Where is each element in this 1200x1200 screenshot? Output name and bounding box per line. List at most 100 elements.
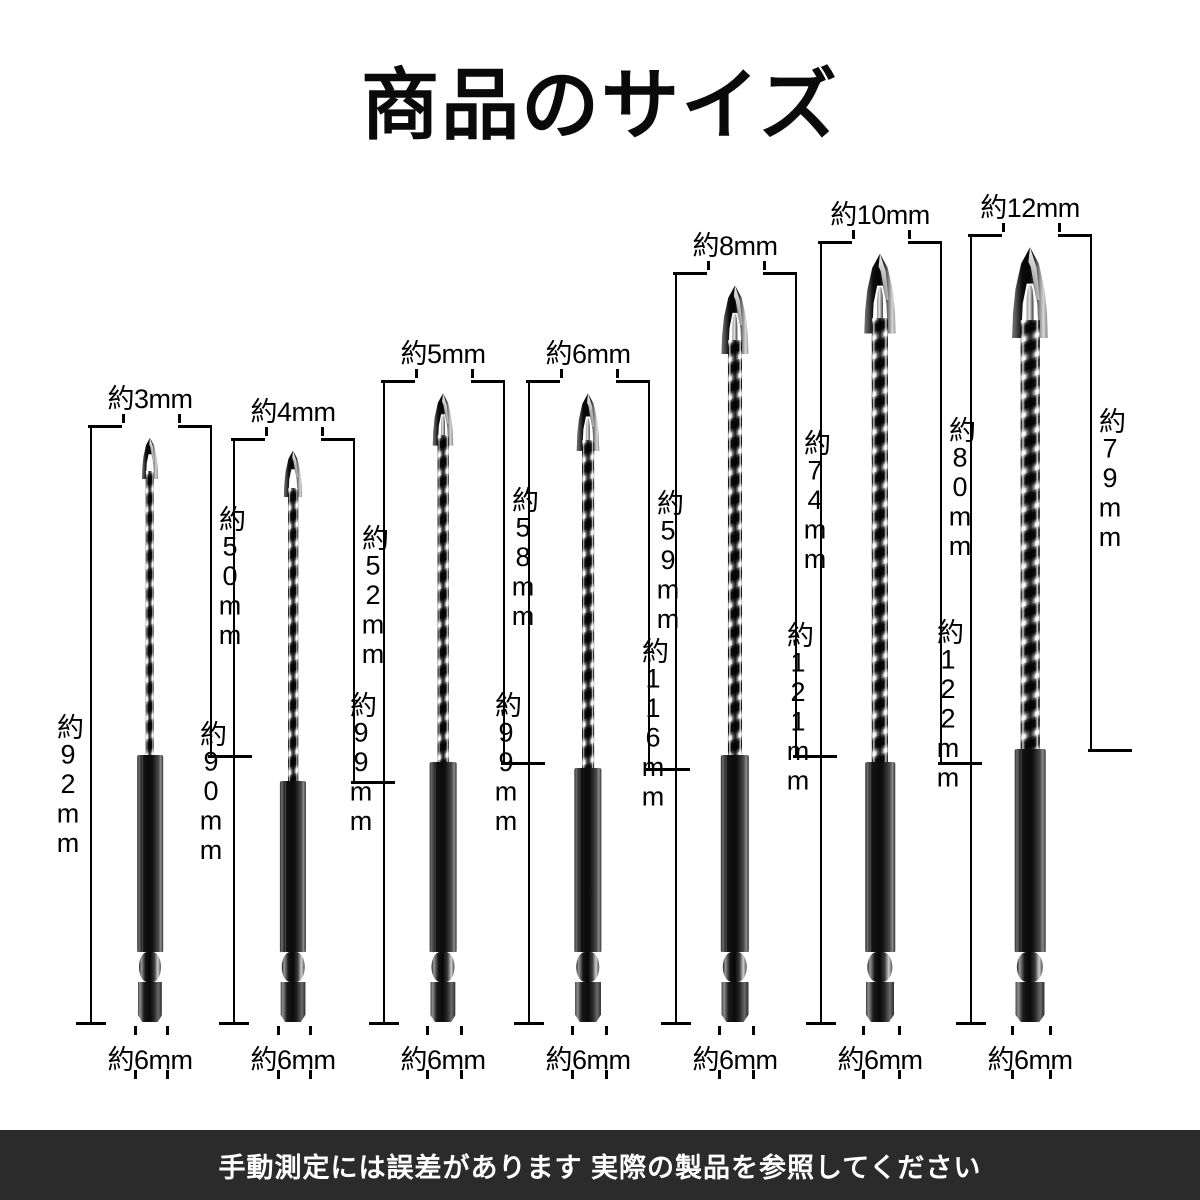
diameter-dim-left-tick (415, 369, 418, 379)
shank-dim-left-tick-lower (861, 1070, 865, 1079)
bit-10mm-total-length-label: 約121mm (783, 621, 813, 796)
bit-3mm-shank-label: 約6mm (107, 1045, 194, 1075)
fluted-shaft (437, 435, 449, 763)
shank-detent-groove (431, 952, 455, 982)
hex-shank-body (279, 780, 307, 953)
bit-10mm-diameter-label: 約10mm (830, 199, 930, 230)
shank-detent-groove (867, 952, 893, 982)
flute-dim-bottom-cap (1088, 748, 1132, 752)
disclaimer-banner: 手動測定には誤差があります 実際の製品を参照してください (0, 1130, 1200, 1200)
shank-detent-groove (281, 952, 305, 982)
shank-dim-left-tick (276, 1026, 280, 1035)
bit-5mm-flute-dim-line (503, 380, 505, 762)
fluted-shaft (871, 317, 889, 762)
bit-3mm-illustration (0, 0, 320, 1130)
bit-4mm-illustration (123, 0, 463, 1130)
bit-6mm-flute-dim-line (648, 380, 650, 768)
hex-end-cap (575, 982, 601, 1022)
shank-dim-left-tick-lower (1011, 1070, 1015, 1079)
bit-8mm-flute-dim-line (795, 272, 797, 756)
diameter-dim-left-tick (265, 426, 268, 436)
flute-dim-bottom-cap (646, 768, 690, 771)
shank-dim-right-tick-lower (604, 1070, 608, 1079)
diameter-dim-right-cap (1058, 234, 1092, 238)
tip-center-pin (876, 287, 884, 332)
diameter-dim-right-tick (1058, 223, 1061, 233)
diameter-dim-right-tick (321, 426, 324, 436)
diameter-dim-left-tick (122, 413, 125, 423)
bit-5mm-shank-label: 約6mm (400, 1045, 487, 1075)
shank-dim-left-tick (861, 1026, 865, 1035)
total-dim-bottom-cap (514, 1022, 544, 1025)
diameter-dim-right-cap (616, 380, 650, 384)
bit-5mm-total-dim-line (383, 380, 385, 1022)
tip-highlight (1028, 247, 1040, 301)
shank-detent-groove (1016, 952, 1044, 982)
diameter-dim-left-cap (381, 380, 415, 384)
hex-end-cap (865, 982, 895, 1022)
shank-dim-right-tick (752, 1026, 756, 1035)
diameter-dim-left-tick (1002, 223, 1005, 233)
bit-8mm-total-dim-line (675, 272, 677, 1022)
bit-12mm-illustration (860, 0, 1200, 1130)
diameter-dim-left-tick (852, 229, 855, 239)
shank-dim-right-tick (898, 1026, 901, 1035)
shank-dim-right-tick-lower (459, 1070, 463, 1079)
tip-highlight (878, 253, 889, 300)
bit-3mm-total-dim-line (90, 424, 92, 1022)
tip-highlight (149, 437, 155, 462)
bit-6mm-total-length-label: 約99mm (491, 691, 521, 836)
bit-5mm-flute-length-label: 約58mm (508, 486, 538, 631)
hex-shank-body (137, 755, 163, 952)
hex-end-cap (137, 982, 163, 1022)
tip-highlight (292, 450, 298, 478)
drill-bit-5mm: 約5mm 約58mm 約99mm 約6mm (273, 0, 613, 1130)
hex-shank-body (574, 768, 602, 952)
bit-4mm-shank-label: 約6mm (250, 1045, 337, 1075)
flute-dim-bottom-cap (938, 761, 982, 765)
hex-shank-body (1014, 748, 1046, 953)
bit-8mm-diameter-label: 約8mm (692, 231, 779, 262)
fluted-shaft (1020, 320, 1040, 749)
flute-dim-bottom-cap (351, 780, 395, 784)
page-title: 商品のサイズ (361, 61, 839, 149)
bit-8mm-total-length-label: 約116mm (638, 637, 668, 812)
shank-dim-right-tick-lower (1048, 1070, 1052, 1079)
diameter-dim-right-tick (178, 413, 181, 423)
tip-center-pin (732, 314, 738, 353)
bit-10mm-total-dim-line (820, 240, 822, 1022)
fluted-shaft (727, 340, 743, 756)
bit-8mm-flute-length-label: 約74mm (800, 428, 830, 574)
hex-shank-body (865, 761, 895, 953)
bit-3mm-flute-length-label: 約50mm (215, 505, 245, 650)
bit-5mm-diameter-label: 約5mm (400, 339, 487, 370)
diameter-dim-left-cap (818, 240, 852, 244)
shank-detent-groove (576, 952, 600, 982)
bit-3mm-flute-dim-line (210, 424, 212, 756)
shank-dim-left-tick-lower (276, 1070, 280, 1079)
shank-dim-left-tick-lower (426, 1070, 430, 1079)
flute-dim-bottom-cap (501, 761, 545, 765)
bit-4mm-total-dim-line (233, 437, 235, 1022)
fluted-shaft (145, 470, 155, 756)
diameter-dim-right-tick (471, 369, 474, 379)
shank-dim-right-tick-lower (752, 1070, 756, 1079)
shank-dim-left-tick (717, 1026, 721, 1035)
shank-detent-groove (138, 952, 162, 982)
tip-highlight (586, 393, 595, 427)
shank-dim-left-tick-lower (133, 1070, 137, 1079)
bit-6mm-shank-label: 約6mm (545, 1045, 632, 1075)
shank-dim-right-tick-lower (898, 1070, 901, 1079)
hex-end-cap (721, 982, 749, 1022)
tip-highlight (442, 393, 449, 424)
bit-8mm-illustration (565, 0, 905, 1130)
